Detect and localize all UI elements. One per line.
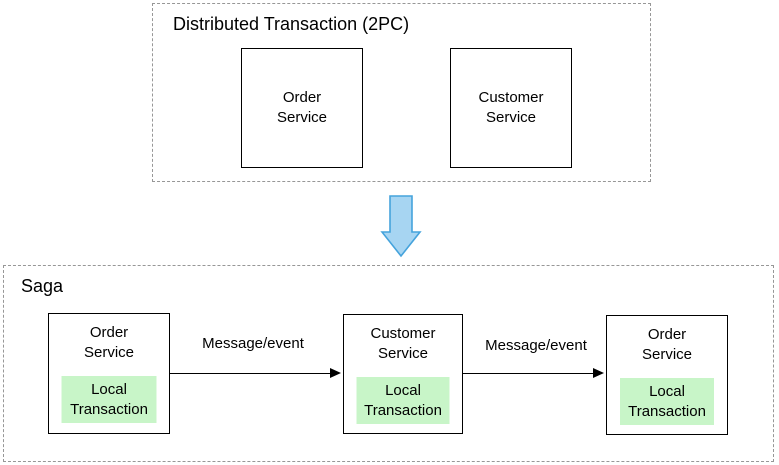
service-label: Service [641,346,693,363]
service-label: Customer [370,325,436,342]
service-label: Order [647,326,687,343]
service-label: Customer [478,89,544,106]
arrowhead-icon [593,368,604,378]
group-distributed-transaction: Distributed Transaction (2PC) [152,3,651,182]
group-title-distributed-transaction: Distributed Transaction (2PC) [173,14,410,34]
local-transaction-label: Local [649,382,685,400]
connector-line-1 [170,373,333,374]
down-arrow-icon [380,195,422,258]
service-label: Order [282,89,322,106]
service-label-block: Customer Service [344,315,462,364]
service-label: Service [485,109,537,126]
group-title-saga: Saga [21,276,64,296]
service-label: Service [276,109,328,126]
box-order-service-saga-2: Order Service Local Transaction [606,315,728,435]
local-transaction-label: Transaction [70,400,148,418]
connector-label-message-event-2: Message/event [485,337,587,354]
box-order-service-2pc: Order Service [241,48,363,168]
box-customer-service-saga: Customer Service Local Transaction [343,314,463,434]
connector-line-2 [463,373,596,374]
service-label-block: Order Service [607,316,727,365]
local-transaction-label: Local [385,381,421,399]
service-label-block: Order Service [49,314,169,363]
local-transaction-box: Local Transaction [61,376,157,423]
local-transaction-label: Local [91,380,127,398]
connector-label-message-event-1: Message/event [202,335,304,352]
box-order-service-saga-1: Order Service Local Transaction [48,313,170,434]
local-transaction-box: Local Transaction [620,378,714,425]
local-transaction-label: Transaction [628,402,706,420]
service-label: Order [89,324,129,341]
arrowhead-icon [330,368,341,378]
local-transaction-box: Local Transaction [356,377,450,424]
local-transaction-label: Transaction [364,401,442,419]
service-label: Service [83,344,135,361]
service-label: Service [377,345,429,362]
box-customer-service-2pc: Customer Service [450,48,572,168]
